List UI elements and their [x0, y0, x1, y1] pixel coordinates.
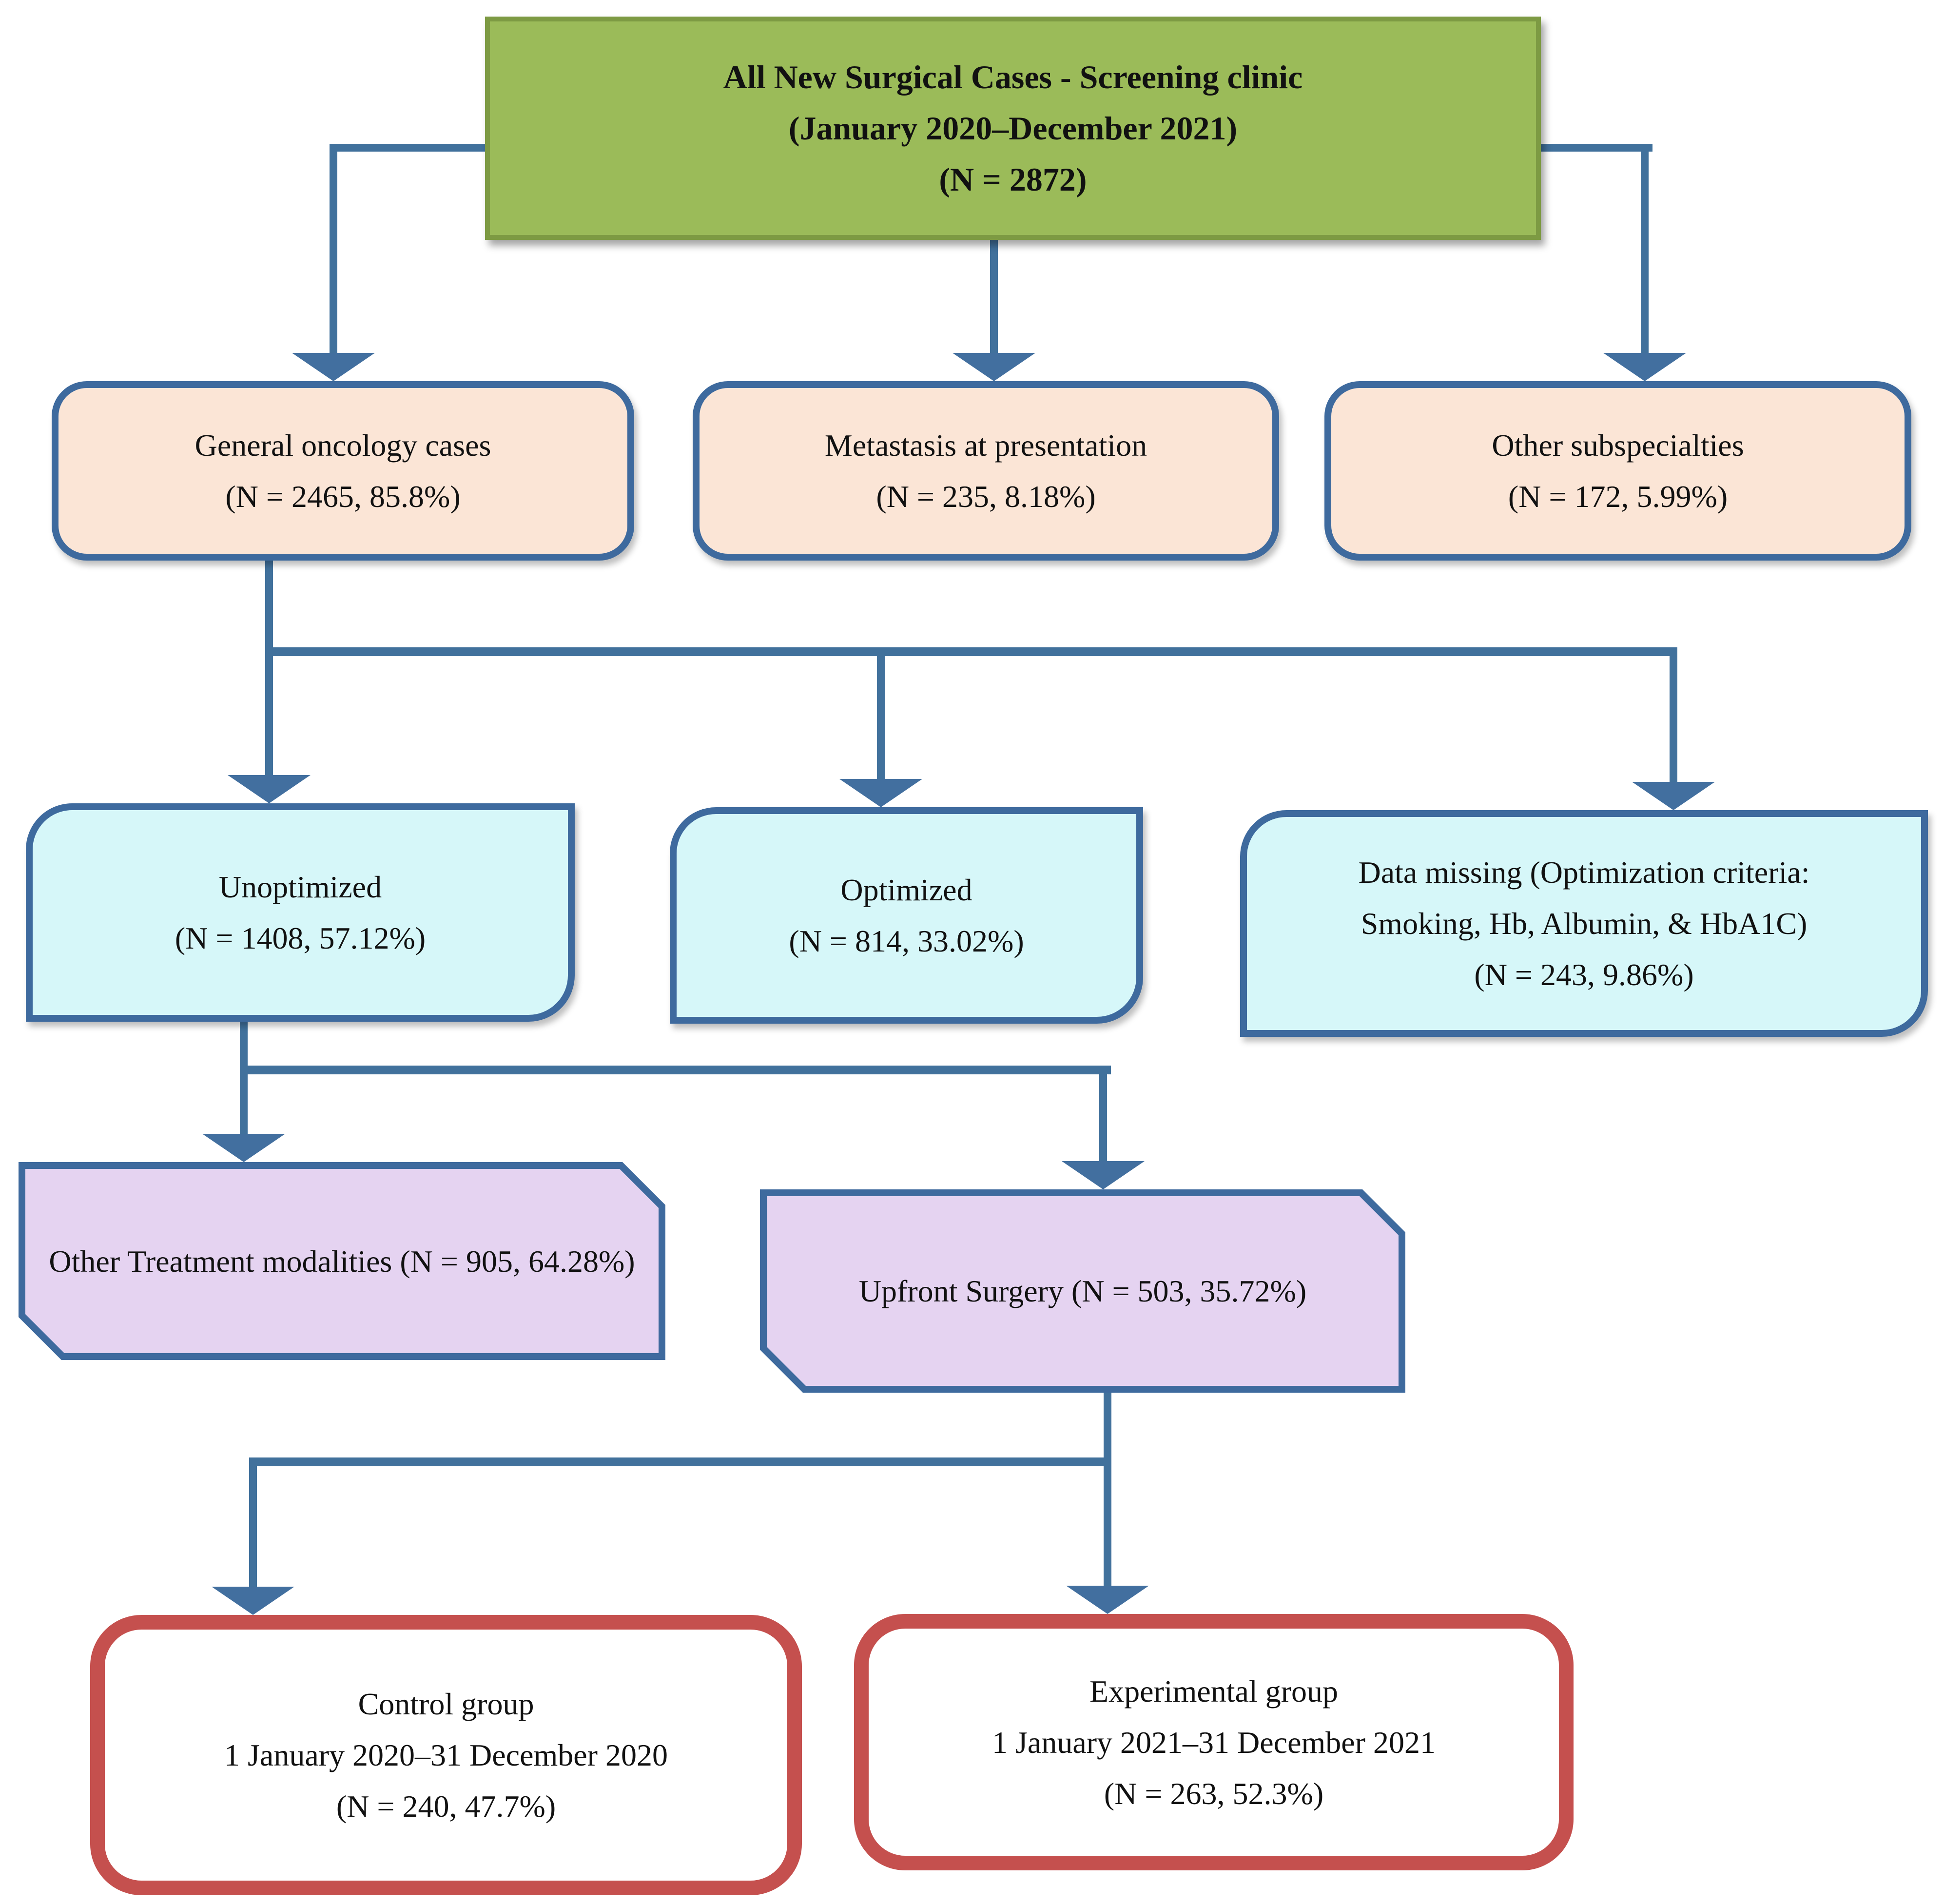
- node-line: Optimized: [840, 873, 972, 907]
- node-line: Other subspecialties: [1492, 428, 1744, 463]
- connector-upfront-stem-v: [1104, 1393, 1111, 1586]
- node-line: (N = 172, 5.99%): [1508, 479, 1728, 514]
- arrowhead-control-group: [212, 1587, 294, 1615]
- arrowhead-upfront-surgery: [1062, 1161, 1145, 1189]
- arrowhead-metastasis: [953, 353, 1035, 381]
- connector-to-upfront-v: [1099, 1074, 1107, 1161]
- node-line: Unoptimized: [218, 870, 382, 904]
- node-line: Metastasis at presentation: [824, 428, 1147, 463]
- node-text: Optimized (N = 814, 33.02%): [789, 864, 1024, 967]
- node-line: (N = 2465, 85.8%): [225, 479, 461, 514]
- node-experimental-group: Experimental group 1 January 2021–31 Dec…: [854, 1614, 1574, 1870]
- node-line: 1 January 2020–31 December 2020: [224, 1738, 668, 1772]
- node-text: Control group 1 January 2020–31 December…: [224, 1678, 668, 1832]
- node-line: (N = 243, 9.86%): [1474, 957, 1694, 992]
- connector-root-to-metastasis-v: [990, 240, 998, 353]
- node-line: (N = 503, 35.72%): [1071, 1274, 1307, 1308]
- node-line: (N = 263, 52.3%): [1104, 1776, 1324, 1811]
- node-line: (N = 905, 64.28%): [400, 1243, 635, 1279]
- node-general-oncology-cases: General oncology cases (N = 2465, 85.8%): [52, 381, 634, 561]
- node-other-subspecialties: Other subspecialties (N = 172, 5.99%): [1324, 381, 1911, 561]
- node-line: Experimental group: [1089, 1673, 1339, 1709]
- node-line: 1 January 2021–31 December 2021: [992, 1725, 1436, 1760]
- connector-general-stem-v: [265, 561, 273, 775]
- node-control-group: Control group 1 January 2020–31 December…: [90, 1615, 802, 1895]
- node-line: (January 2020–December 2021): [788, 109, 1238, 147]
- connector-root-to-general-v: [330, 144, 337, 353]
- node-line: (N = 240, 47.7%): [336, 1789, 556, 1824]
- connector-root-to-subspecialties-v: [1641, 144, 1649, 353]
- node-line: (N = 235, 8.18%): [876, 479, 1096, 514]
- connector-to-control-v: [249, 1466, 257, 1587]
- node-line: Smoking, Hb, Albumin, & HbA1C): [1361, 906, 1808, 941]
- node-text: Data missing (Optimization criteria: Smo…: [1359, 847, 1810, 1000]
- connector-optimization-branch-h: [265, 647, 1677, 656]
- node-text: All New Surgical Cases - Screening clini…: [723, 52, 1303, 205]
- arrowhead-other-subspecialties: [1603, 353, 1686, 381]
- node-line: All New Surgical Cases - Screening clini…: [723, 58, 1303, 96]
- node-line: General oncology cases: [194, 428, 491, 463]
- node-upfront-surgery: Upfront Surgery (N = 503, 35.72%): [760, 1189, 1405, 1393]
- node-text: Experimental group 1 January 2021–31 Dec…: [992, 1666, 1436, 1819]
- node-line: Upfront Surgery: [858, 1274, 1064, 1308]
- node-text: Unoptimized (N = 1408, 57.12%): [175, 861, 426, 964]
- node-line: Control group: [358, 1687, 534, 1721]
- connector-to-optimized-v: [877, 656, 885, 779]
- connector-unoptimized-stem-v: [240, 1022, 248, 1134]
- node-text: Metastasis at presentation (N = 235, 8.1…: [825, 420, 1147, 522]
- connector-groups-branch-h: [249, 1457, 1111, 1466]
- connector-root-to-subspecialties-h: [1541, 144, 1652, 152]
- node-screening-clinic: All New Surgical Cases - Screening clini…: [485, 17, 1541, 240]
- node-optimized: Optimized (N = 814, 33.02%): [670, 807, 1143, 1024]
- arrowhead-optimized: [839, 779, 922, 807]
- node-line: (N = 2872): [939, 160, 1087, 198]
- node-line: Other Treatment modalities: [49, 1243, 392, 1279]
- node-line: Data missing (Optimization criteria:: [1358, 855, 1810, 890]
- node-unoptimized: Unoptimized (N = 1408, 57.12%): [26, 803, 575, 1022]
- node-metastasis-at-presentation: Metastasis at presentation (N = 235, 8.1…: [693, 381, 1279, 561]
- arrowhead-experimental-group: [1066, 1586, 1149, 1614]
- connector-to-data-missing-v: [1670, 656, 1677, 782]
- connector-root-to-general-h: [330, 144, 485, 152]
- arrowhead-data-missing: [1632, 782, 1715, 810]
- node-line: (N = 814, 33.02%): [789, 924, 1024, 958]
- arrowhead-general-oncology: [292, 353, 375, 381]
- node-text: Upfront Surgery (N = 503, 35.72%): [767, 1196, 1399, 1386]
- connector-treatment-branch-h: [240, 1066, 1111, 1074]
- node-text: Other Treatment modalities (N = 905, 64.…: [25, 1169, 659, 1353]
- node-text: Other subspecialties (N = 172, 5.99%): [1492, 420, 1744, 522]
- arrowhead-unoptimized: [228, 775, 311, 803]
- node-line: (N = 1408, 57.12%): [175, 921, 426, 955]
- node-data-missing: Data missing (Optimization criteria: Smo…: [1240, 810, 1928, 1037]
- node-text: General oncology cases (N = 2465, 85.8%): [195, 420, 491, 522]
- arrowhead-other-treatment: [202, 1134, 285, 1162]
- node-other-treatment-modalities: Other Treatment modalities (N = 905, 64.…: [19, 1162, 665, 1360]
